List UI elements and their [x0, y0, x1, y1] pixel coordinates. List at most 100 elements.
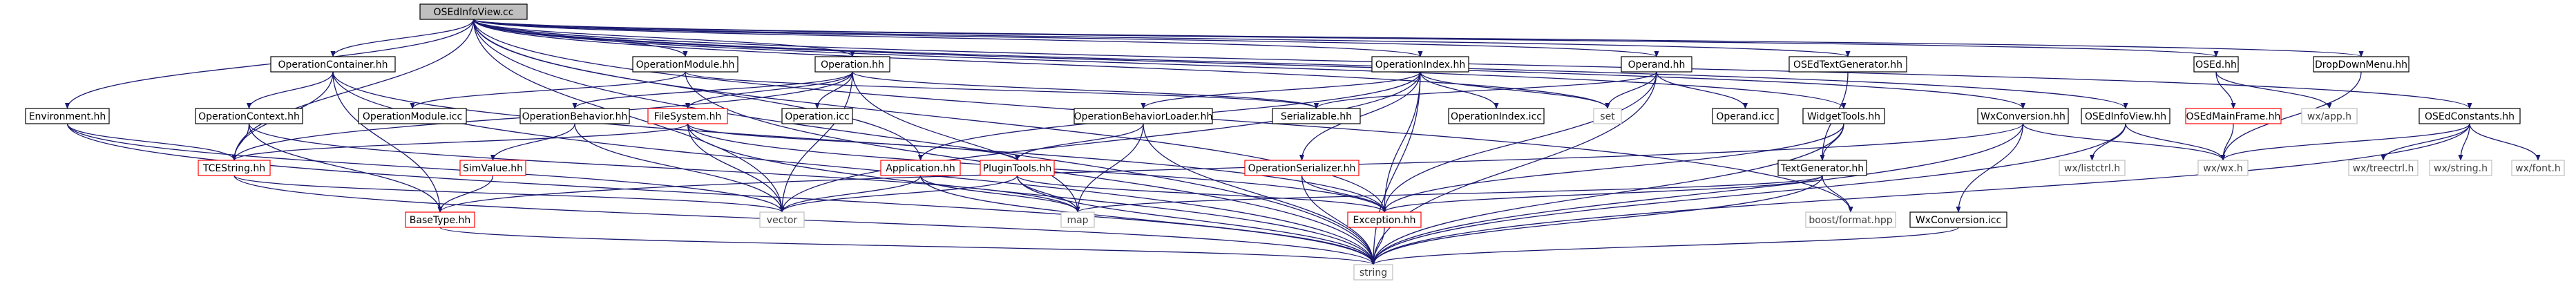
node-box — [270, 56, 396, 73]
node-label: OperationContainer.hh — [278, 59, 388, 70]
node-opmod[interactable]: OperationModule.hh — [632, 56, 738, 73]
node-operand[interactable]: Operand.hh — [1621, 56, 1692, 73]
edge-opbehload-to-plugintools — [1014, 123, 1144, 161]
node-label: Serializable.hh — [1281, 111, 1352, 122]
node-box — [1909, 211, 2007, 228]
node-label: Operand.icc — [1716, 111, 1774, 122]
node-label: vector — [767, 215, 798, 226]
node-box — [1244, 160, 1359, 176]
node-box — [1805, 211, 1896, 228]
edge-application-to-vector — [779, 175, 922, 213]
node-exception[interactable]: Exception.hh — [1347, 211, 1422, 228]
node-label: OSEdInfoView.cc — [434, 7, 514, 18]
node-label: WidgetTools.hh — [1807, 111, 1880, 122]
node-label: PluginTools.hh — [983, 163, 1052, 174]
node-box — [419, 3, 528, 20]
node-label: wx/app.h — [2307, 111, 2351, 122]
edge-opbeh-to-simvalue — [490, 123, 575, 161]
node-label: OperationBehavior.hh — [522, 111, 628, 122]
node-box — [759, 211, 805, 228]
node-box — [2429, 160, 2492, 176]
node-box — [459, 160, 526, 176]
edge-textgenerator-to-boostformat — [1822, 175, 1853, 213]
edge-wxconvicc-to-string — [1371, 227, 1959, 265]
node-opcont[interactable]: OperationContainer.hh — [270, 56, 396, 73]
node-ophh[interactable]: Operation.hh — [814, 56, 890, 73]
edge-root-to-opcont — [330, 19, 475, 57]
edge-opindex-to-set — [1420, 71, 1610, 109]
node-opmodicc[interactable]: OperationModule.icc — [358, 108, 467, 124]
node-textgenerator[interactable]: TextGenerator.hh — [1777, 160, 1867, 176]
node-simvalue[interactable]: SimValue.hh — [459, 160, 526, 176]
node-box — [2301, 108, 2358, 124]
node-opbehload[interactable]: OperationBehaviorLoader.hh — [1074, 108, 1213, 124]
node-box — [632, 56, 738, 73]
node-box — [358, 108, 467, 124]
edge-textgenerator-to-map — [1075, 175, 1823, 213]
node-osedinfoview[interactable]: OSEdInfoView.hh — [2081, 108, 2170, 124]
node-widget[interactable]: WidgetTools.hh — [1802, 108, 1885, 124]
edge-wxconv-to-string — [1371, 123, 2024, 265]
node-opserial[interactable]: OperationSerializer.hh — [1244, 160, 1359, 176]
node-box — [405, 211, 475, 228]
edge-opindex-to-opindexicc — [1420, 71, 1499, 109]
node-string: string — [1353, 264, 1393, 281]
node-tcestring[interactable]: TCEString.hh — [198, 160, 271, 176]
node-plugintools[interactable]: PluginTools.hh — [980, 160, 1055, 176]
node-serial[interactable]: Serializable.hh — [1272, 108, 1361, 124]
node-label: OSEdTextGenerator.hh — [1793, 59, 1902, 70]
edge-root-to-widget — [473, 19, 1847, 109]
node-box — [1371, 56, 1469, 73]
node-osed[interactable]: OSEd.hh — [2193, 56, 2239, 73]
edge-osedinfoview-to-wxwx — [2125, 123, 2226, 161]
edge-filesys-to-plugintools — [687, 123, 1020, 161]
edge-filesys-to-vector — [687, 123, 785, 213]
node-label: wx/font.h — [2515, 163, 2561, 174]
node-wxwx: wx/wx.h — [2197, 160, 2249, 176]
node-env[interactable]: Environment.hh — [25, 108, 110, 124]
node-label: OSEd.hh — [2195, 59, 2237, 70]
node-opicc[interactable]: Operation.icc — [781, 108, 853, 124]
edge-application-to-map — [919, 175, 1080, 213]
edge-application-to-string — [919, 175, 1376, 265]
edge-root-to-constants — [473, 19, 2472, 109]
edge-constants-to-wxfont — [2469, 123, 2541, 161]
node-root[interactable]: OSEdInfoView.cc — [419, 3, 528, 20]
node-opindex[interactable]: OperationIndex.hh — [1371, 56, 1469, 73]
node-wxconv[interactable]: WxConversion.hh — [1977, 108, 2069, 124]
edge-operand-to-operandicc — [1656, 71, 1748, 109]
edge-ophh-to-vector — [779, 71, 853, 213]
edge-opctx-to-basetype — [248, 123, 443, 213]
edge-root-to-tcestring — [231, 19, 475, 161]
node-box — [2511, 160, 2565, 176]
node-box — [198, 160, 271, 176]
node-operandicc[interactable]: Operand.icc — [1712, 108, 1779, 124]
node-box — [647, 108, 728, 124]
node-basetype[interactable]: BaseType.hh — [405, 211, 475, 228]
node-opctx[interactable]: OperationContext.hh — [195, 108, 303, 124]
node-mainframe[interactable]: OSEdMainFrame.hh — [2185, 108, 2282, 124]
node-opbeh[interactable]: OperationBehavior.hh — [519, 108, 630, 124]
edge-basetype-to-string — [439, 227, 1376, 265]
node-filesys[interactable]: FileSystem.hh — [647, 108, 728, 124]
node-box — [1593, 108, 1622, 124]
node-opindexicc[interactable]: OperationIndex.icc — [1448, 108, 1545, 124]
node-wxconvicc[interactable]: WxConversion.icc — [1909, 211, 2007, 228]
edge-opbeh-to-vector — [574, 123, 785, 213]
node-box — [1347, 211, 1422, 228]
node-label: DropDownMenu.hh — [2315, 59, 2407, 70]
node-label: OSEdInfoView.hh — [2085, 111, 2166, 122]
node-application[interactable]: Application.hh — [880, 160, 961, 176]
edge-plugintools-to-exception — [1016, 175, 1387, 213]
node-label: Application.hh — [886, 163, 955, 174]
node-box — [2081, 108, 2170, 124]
node-textgen[interactable]: OSEdTextGenerator.hh — [1788, 56, 1907, 73]
node-constants[interactable]: OSEdConstants.hh — [2418, 108, 2521, 124]
node-label: OperationModule.hh — [636, 59, 735, 70]
edge-env-to-vector — [66, 123, 785, 213]
node-boostformat: boost/format.hpp — [1805, 211, 1896, 228]
node-label: boost/format.hpp — [1809, 215, 1892, 226]
node-box — [880, 160, 961, 176]
node-wxstring: wx/string.h — [2429, 160, 2492, 176]
node-dropdown[interactable]: DropDownMenu.hh — [2313, 56, 2410, 73]
